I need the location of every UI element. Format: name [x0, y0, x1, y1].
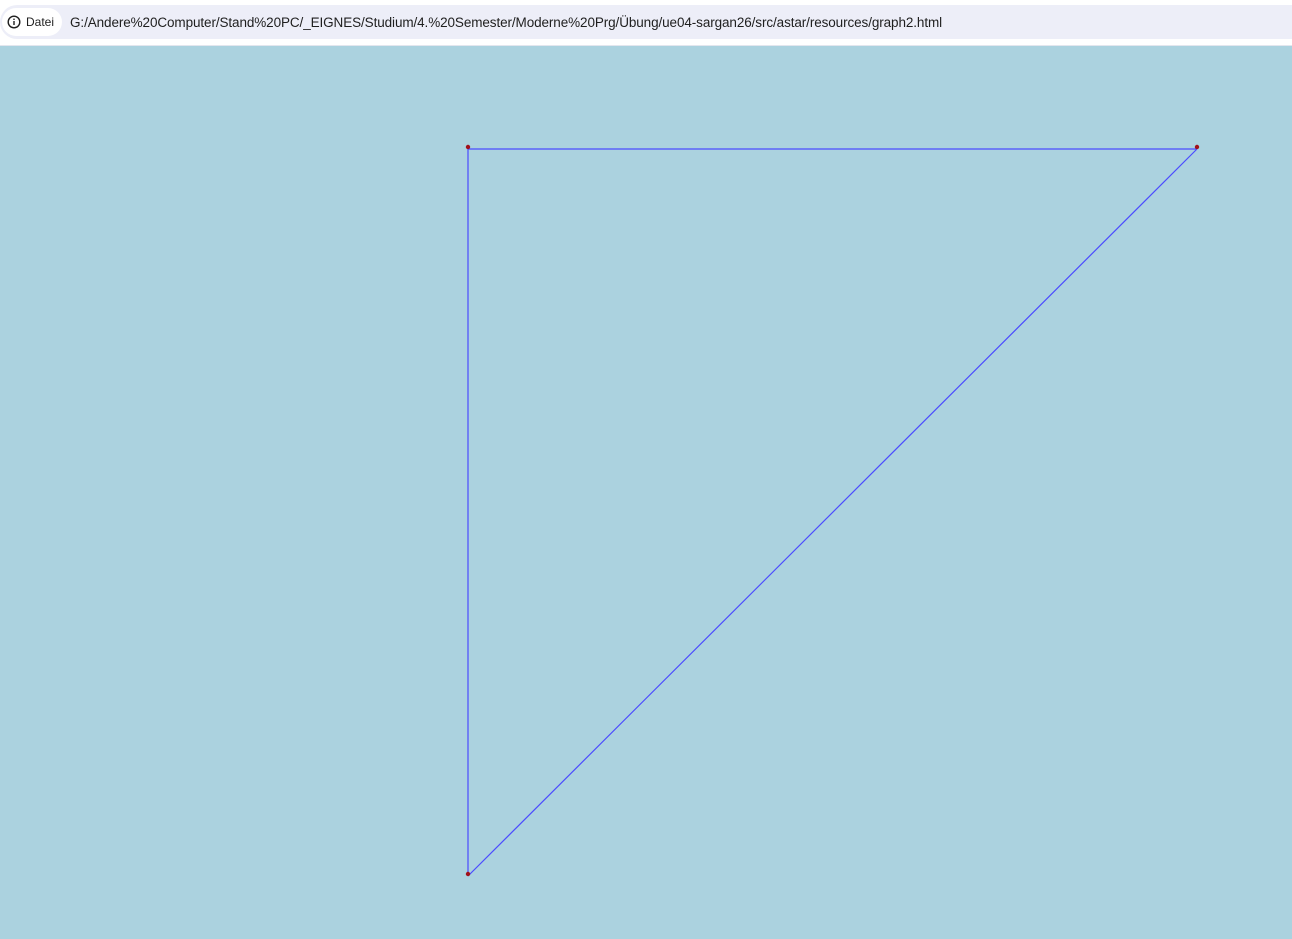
browser-address-bar: Datei G:/Andere%20Computer/Stand%20PC/_E… — [0, 0, 1292, 46]
graph-node-n2 — [1194, 144, 1200, 150]
nodes-layer — [465, 144, 1200, 877]
page-content — [0, 46, 1292, 939]
site-info-button[interactable]: Datei — [2, 8, 63, 36]
graph-node-n1 — [465, 144, 471, 150]
info-icon — [7, 15, 21, 29]
graph-edge-n2-n3 — [467, 148, 1198, 877]
edges-layer — [467, 148, 1198, 877]
security-chip-label: Datei — [26, 15, 55, 29]
url-text[interactable]: G:/Andere%20Computer/Stand%20PC/_EIGNES/… — [70, 14, 943, 30]
omnibox[interactable]: Datei G:/Andere%20Computer/Stand%20PC/_E… — [0, 5, 1292, 39]
graph-node-n3 — [465, 871, 471, 877]
graph-canvas — [465, 144, 1200, 877]
